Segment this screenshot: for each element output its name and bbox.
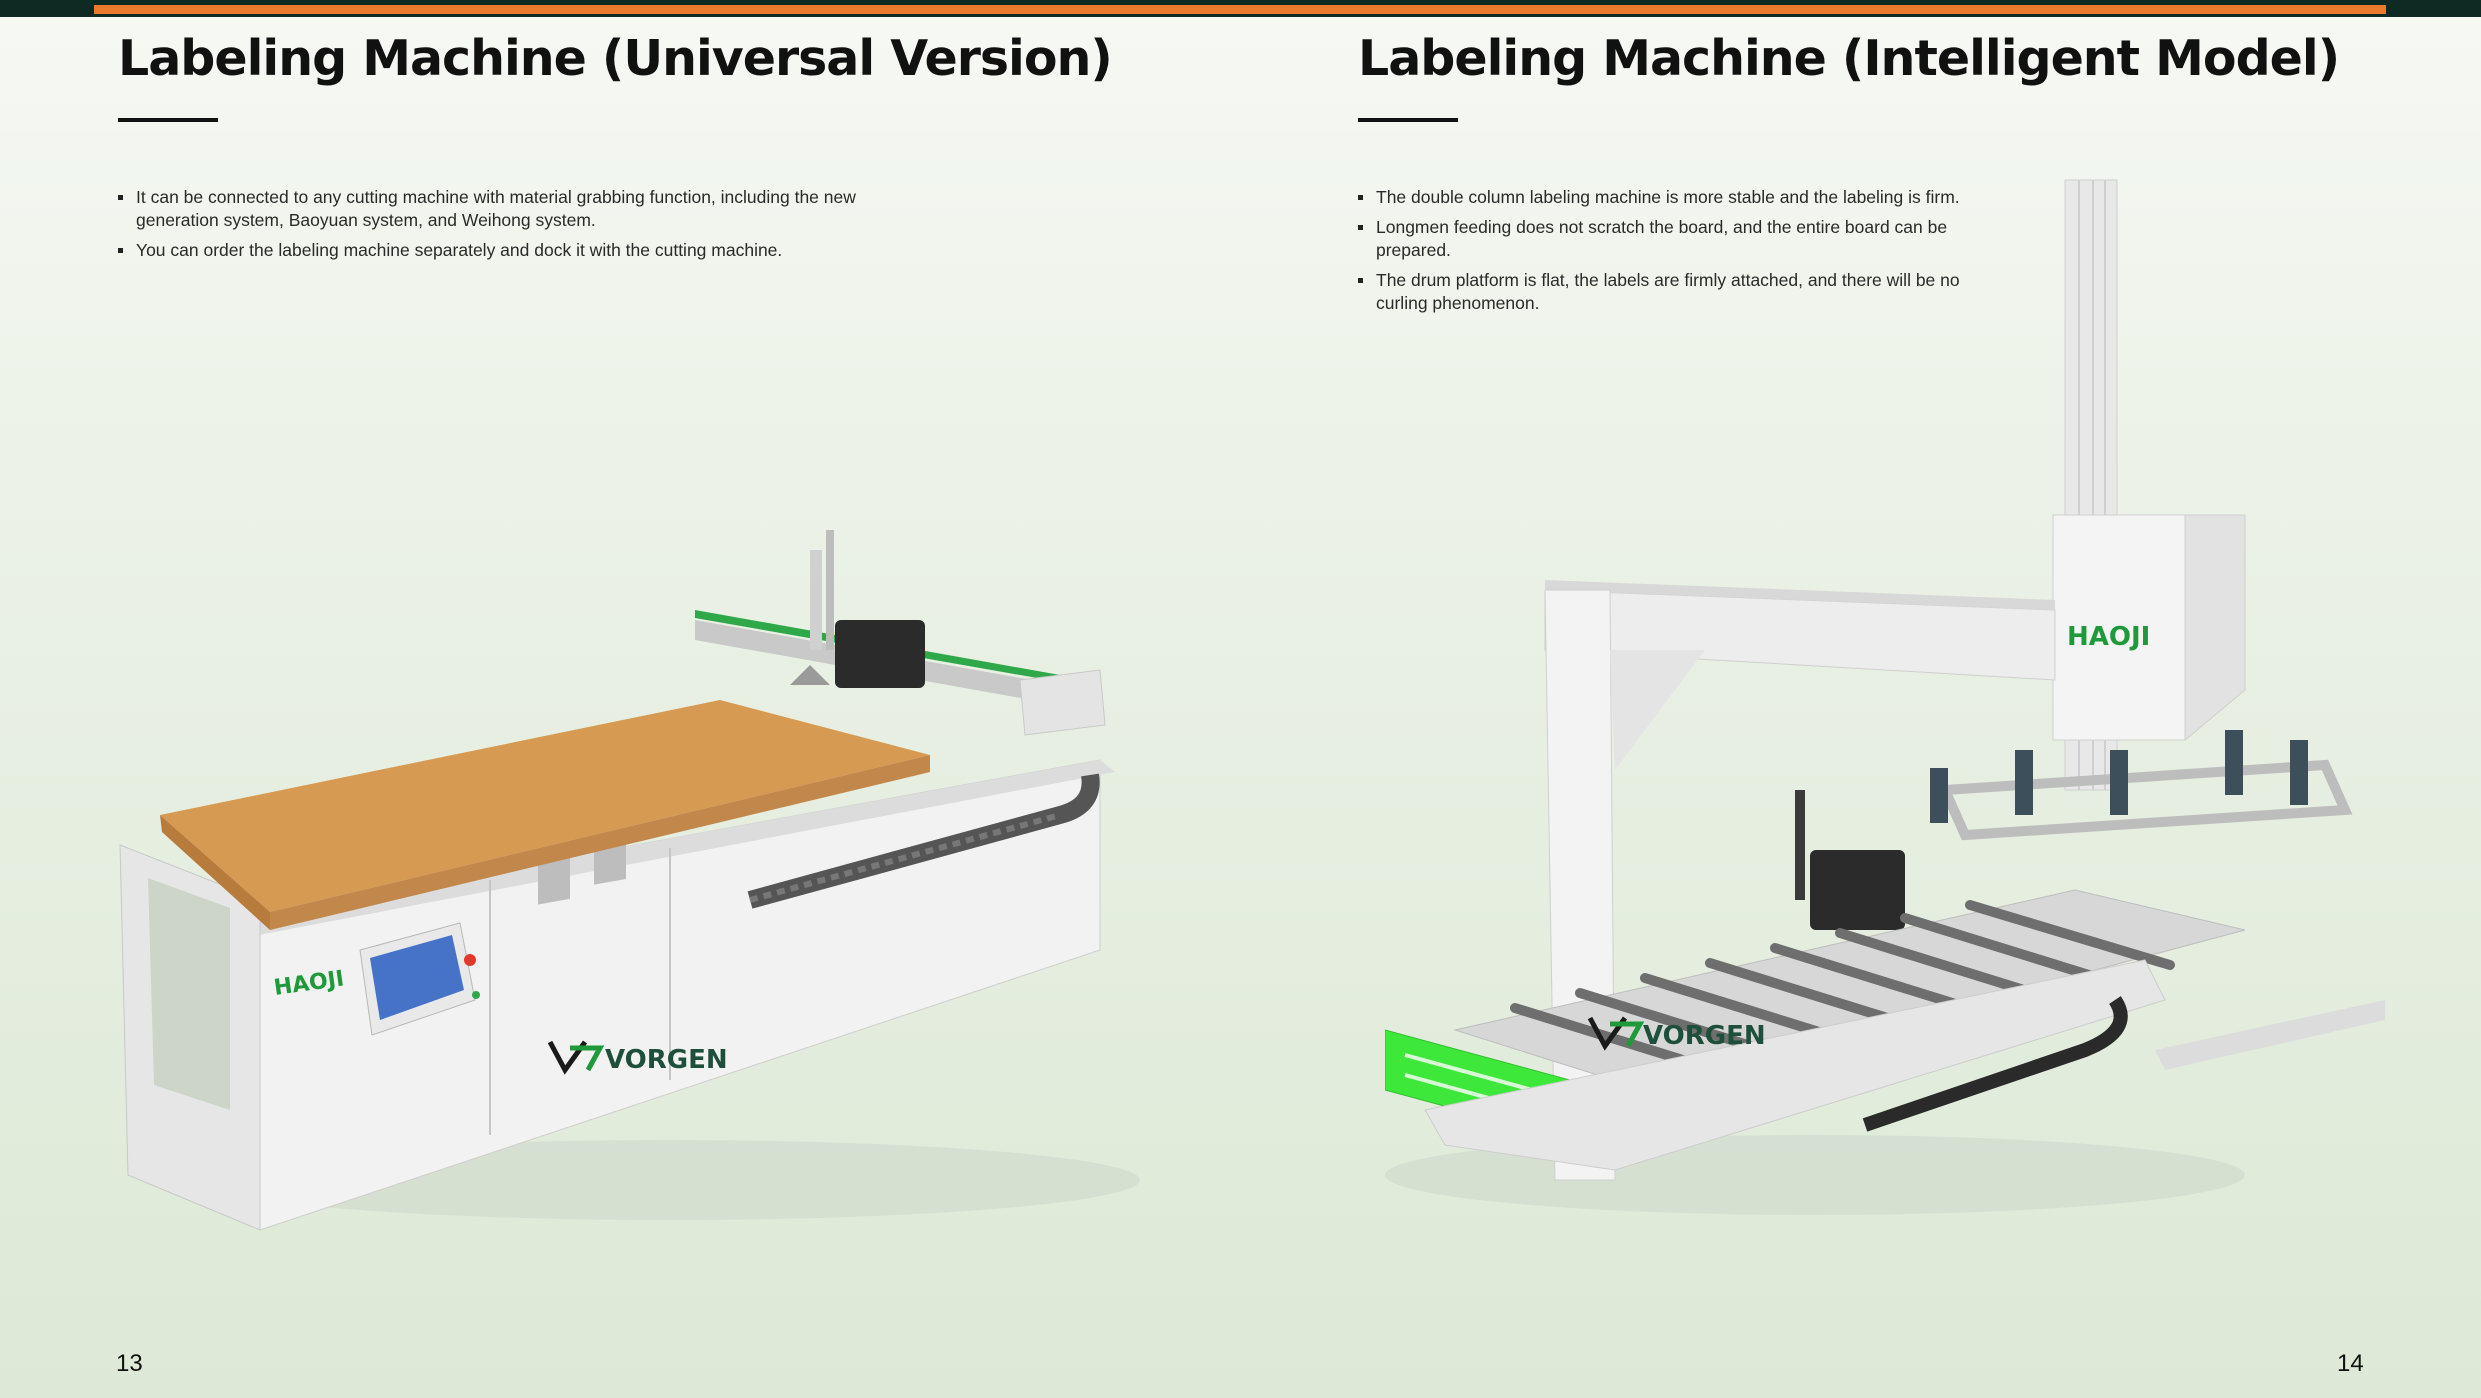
feature-item: The drum platform is flat, the labels ar… [1358, 269, 1998, 315]
title-underline [118, 118, 218, 122]
intelligent-labeling-machine-image: HAOJI [1385, 170, 2385, 1260]
feature-list: The double column labeling machine is mo… [1358, 186, 1998, 322]
machine-logo: VORGEN [605, 1045, 728, 1075]
page-title: Labeling Machine (Intelligent Model) [1358, 30, 2340, 87]
machine-logo: VORGEN [1643, 1021, 1766, 1051]
feature-item: You can order the labeling machine separ… [118, 239, 898, 262]
page-right: Labeling Machine (Intelligent Model) The… [1240, 0, 2481, 1398]
feature-item: It can be connected to any cutting machi… [118, 186, 898, 232]
page-left: Labeling Machine (Universal Version) It … [0, 0, 1240, 1398]
feature-item: The double column labeling machine is mo… [1358, 186, 1998, 209]
feature-list: It can be connected to any cutting machi… [118, 186, 898, 269]
page-number: 14 [2337, 1350, 2364, 1377]
page-number: 13 [116, 1350, 143, 1377]
machine-brand-label: HAOJI [2067, 622, 2150, 652]
universal-labeling-machine-image: HAOJI VORGEN [110, 510, 1160, 1250]
title-underline [1358, 118, 1458, 122]
top-accent-stripe [94, 5, 2386, 14]
page-title: Labeling Machine (Universal Version) [118, 30, 1113, 87]
top-bar [0, 0, 2481, 17]
feature-item: Longmen feeding does not scratch the boa… [1358, 216, 1998, 262]
